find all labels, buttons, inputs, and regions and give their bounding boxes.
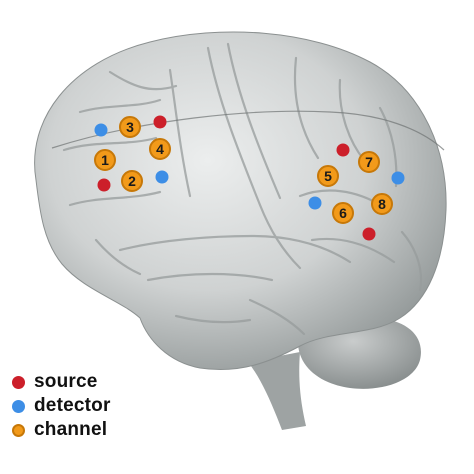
detector-optode bbox=[156, 171, 169, 184]
source-optode bbox=[98, 179, 111, 192]
channel-label: 2 bbox=[128, 173, 136, 189]
channel-marker: 5 bbox=[318, 166, 338, 186]
channel-label: 3 bbox=[126, 119, 134, 135]
channel-marker: 3 bbox=[120, 117, 140, 137]
detector-optode bbox=[309, 197, 322, 210]
source-dot-icon bbox=[12, 376, 25, 389]
detector-optode bbox=[95, 124, 108, 137]
channel-marker: 6 bbox=[333, 203, 353, 223]
channel-label: 1 bbox=[101, 152, 109, 168]
channel-dot-icon bbox=[12, 424, 25, 437]
channel-marker: 4 bbox=[150, 139, 170, 159]
legend-item-channel: channel bbox=[12, 418, 111, 442]
legend: source detector channel bbox=[12, 370, 111, 442]
channel-label: 5 bbox=[324, 168, 332, 184]
legend-item-detector: detector bbox=[12, 394, 111, 418]
source-optode bbox=[154, 116, 167, 129]
legend-label-channel: channel bbox=[34, 419, 107, 441]
detector-dot-icon bbox=[12, 400, 25, 413]
detector-optode bbox=[392, 172, 405, 185]
source-optode bbox=[337, 144, 350, 157]
channel-marker: 1 bbox=[95, 150, 115, 170]
legend-label-detector: detector bbox=[34, 395, 111, 417]
channel-marker: 2 bbox=[122, 171, 142, 191]
legend-label-source: source bbox=[34, 371, 98, 393]
channel-marker: 8 bbox=[372, 194, 392, 214]
legend-item-source: source bbox=[12, 370, 111, 394]
channel-marker: 7 bbox=[359, 152, 379, 172]
channel-label: 6 bbox=[339, 205, 347, 221]
channel-label: 7 bbox=[365, 154, 373, 170]
channel-label: 8 bbox=[378, 196, 386, 212]
source-optode bbox=[363, 228, 376, 241]
channel-label: 4 bbox=[156, 141, 164, 157]
